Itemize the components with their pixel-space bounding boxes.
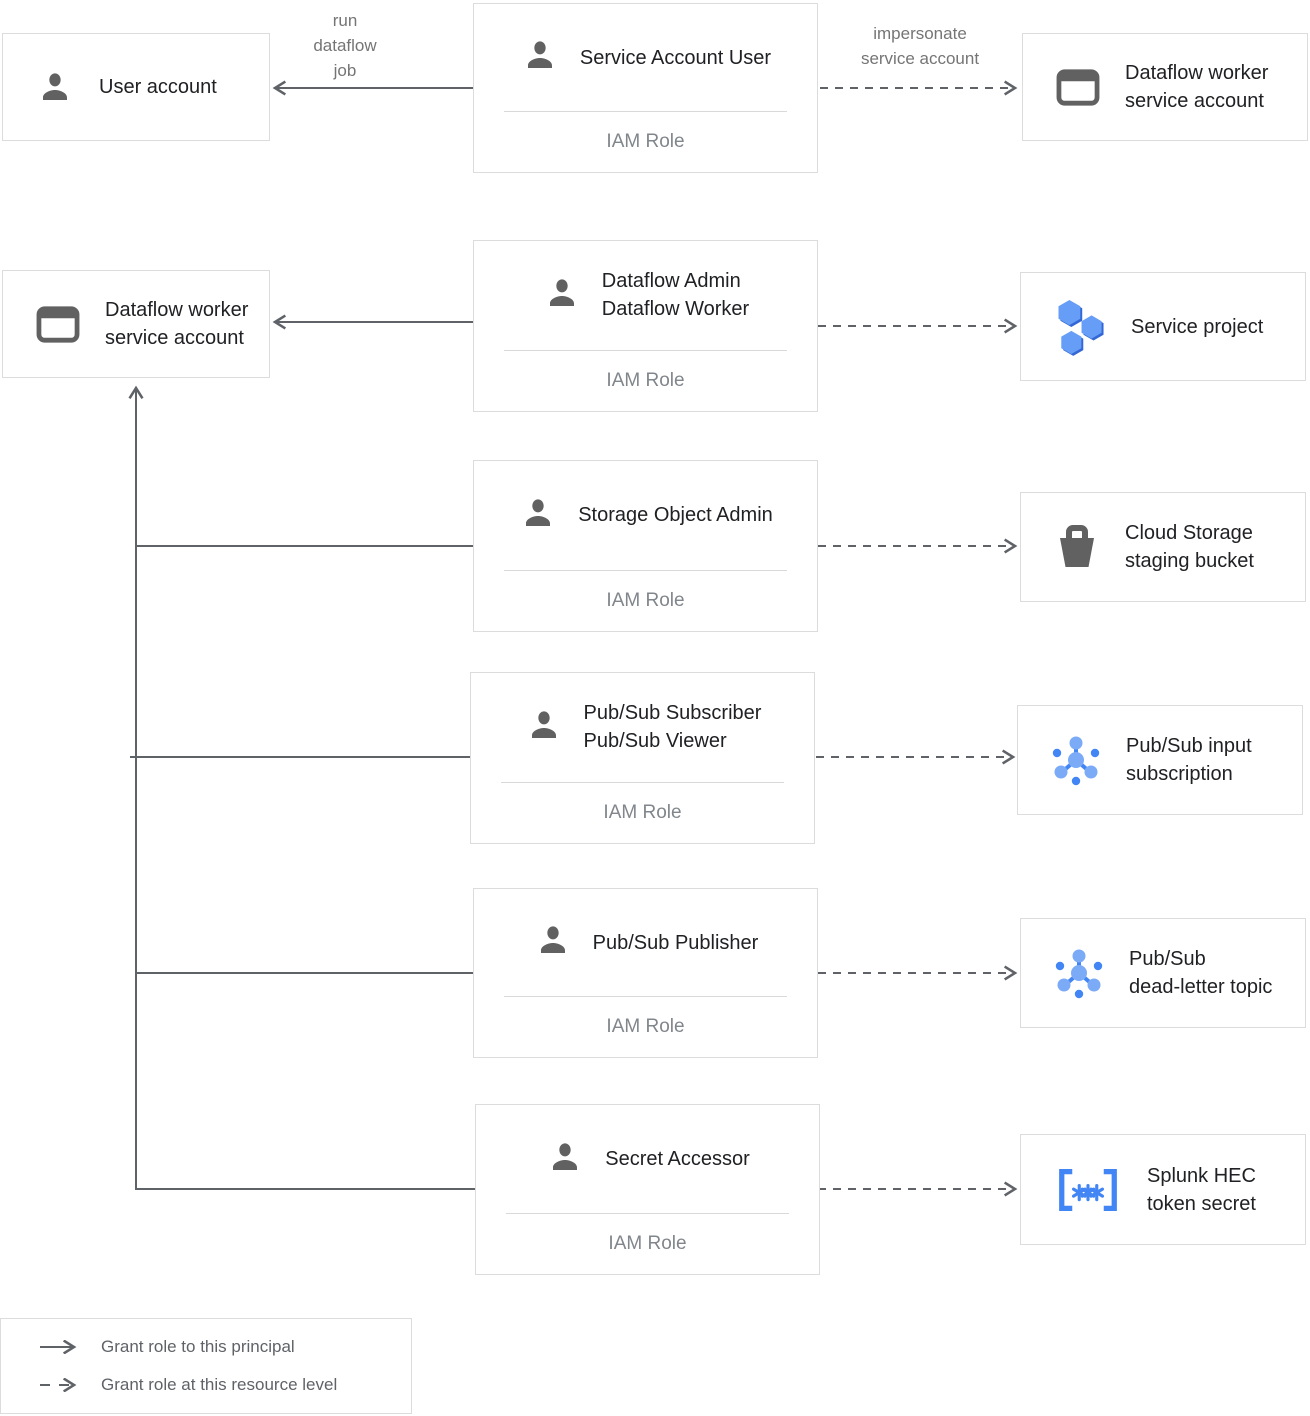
label-line: Splunk HEC (1147, 1164, 1256, 1187)
person-icon (545, 1137, 585, 1182)
project-icon (1053, 296, 1107, 358)
divider (504, 996, 787, 998)
label-line: Cloud Storage (1125, 522, 1253, 544)
role-subtitle: IAM Role (608, 1233, 687, 1254)
resource-label: Pub/Sub dead-letter topic (1129, 945, 1272, 1001)
role-box-storage-object-admin: Storage Object Admin IAM Role (473, 460, 818, 632)
edge-label-line: service account (860, 49, 980, 68)
cloud-storage-bucket-box: Cloud Storage staging bucket (1020, 492, 1306, 602)
dataflow-worker-sa-label: Dataflow worker service account (105, 296, 248, 352)
user-account-box: User account (2, 33, 270, 141)
person-icon (518, 493, 558, 538)
legend-label: Grant role at this resource level (101, 1375, 338, 1394)
divider (504, 111, 787, 113)
label-line: subscription (1126, 763, 1233, 785)
label-line: Dataflow Admin (601, 270, 741, 293)
label-line: service account (1125, 90, 1264, 112)
label-line: Pub/Sub Viewer (583, 730, 727, 753)
splunk-hec-token-secret-box: Splunk HEC token secret (1020, 1134, 1306, 1245)
divider (504, 569, 787, 571)
divider (504, 349, 787, 351)
edge-label-line: impersonate (873, 24, 967, 43)
divider (506, 1213, 789, 1214)
pubsub-icon (1053, 947, 1105, 999)
legend-item-dashed: Grant role at this resource level (1, 1375, 411, 1395)
pubsub-input-subscription-box: Pub/Sub input subscription (1017, 705, 1303, 815)
role-subtitle: IAM Role (606, 1016, 685, 1038)
label-line: Dataflow Worker (601, 298, 750, 321)
label-line: Pub/Sub Subscriber (583, 702, 762, 725)
service-project-box: Service project (1020, 272, 1306, 381)
divider (501, 781, 784, 783)
legend-label: Grant role to this principal (101, 1337, 295, 1356)
person-icon (520, 35, 560, 80)
pubsub-deadletter-topic-box: Pub/Sub dead-letter topic (1020, 918, 1306, 1028)
role-box-pubsub-subscriber-viewer: Pub/Sub Subscriber Pub/Sub Viewer IAM Ro… (470, 672, 815, 844)
pubsub-icon (1050, 734, 1102, 786)
person-icon (35, 67, 75, 107)
person-icon (542, 273, 582, 318)
service-account-icon (1055, 67, 1101, 107)
role-box-service-account-user: Service Account User IAM Role (473, 3, 818, 173)
solid-arrow-icon (40, 1340, 77, 1354)
role-title: Pub/Sub Subscriber Pub/Sub Viewer (584, 699, 762, 755)
resource-label: Cloud Storage staging bucket (1125, 519, 1254, 575)
dataflow-worker-sa-box-right: Dataflow worker service account (1022, 33, 1308, 141)
legend-item-solid: Grant role to this principal (1, 1337, 411, 1357)
resource-label: Pub/Sub input subscription (1126, 732, 1252, 788)
secret-icon (1053, 1167, 1123, 1213)
dashed-arrow-icon (40, 1378, 77, 1392)
role-subtitle: IAM Role (603, 801, 682, 823)
person-icon (524, 705, 564, 750)
label-line: Dataflow worker (105, 299, 249, 321)
role-subtitle: IAM Role (606, 131, 685, 153)
role-box-secret-accessor: Secret Accessor IAM Role (475, 1104, 820, 1275)
resource-label: Service project (1131, 315, 1264, 338)
label-line: Dataflow worker (1125, 62, 1269, 84)
role-title: Pub/Sub Publisher (592, 931, 759, 954)
role-title: Storage Object Admin (578, 504, 773, 527)
role-title: Secret Accessor (605, 1148, 750, 1170)
role-title: Dataflow Admin Dataflow Worker (602, 267, 749, 323)
label-line: Pub/Sub (1129, 948, 1206, 970)
service-account-icon (35, 304, 81, 344)
user-account-label: User account (99, 76, 217, 98)
person-icon (533, 920, 573, 965)
resource-label: Splunk HEC token secret (1147, 1162, 1256, 1218)
label-line: staging bucket (1125, 550, 1254, 572)
role-subtitle: IAM Role (606, 369, 685, 391)
label-line: Pub/Sub input (1126, 735, 1252, 757)
label-line: token secret (1147, 1192, 1256, 1215)
edge-label-line: dataflow (313, 36, 377, 55)
edge-label-impersonate: impersonate service account (825, 21, 1015, 71)
label-line: dead-letter topic (1129, 976, 1273, 998)
legend: Grant role to this principal Grant role … (0, 1318, 412, 1414)
bucket-icon (1053, 523, 1101, 571)
role-box-dataflow-admin-worker: Dataflow Admin Dataflow Worker IAM Role (473, 240, 818, 412)
dataflow-worker-sa-box-left: Dataflow worker service account (2, 270, 270, 378)
label-line: service account (105, 327, 244, 349)
role-subtitle: IAM Role (606, 589, 685, 611)
resource-label: Dataflow worker service account (1125, 59, 1268, 115)
edge-label-run-dataflow-job: run dataflow job (283, 8, 407, 83)
edge-label-line: job (333, 61, 357, 80)
role-title: Service Account User (579, 46, 772, 69)
edge-label-line: run (332, 11, 358, 30)
role-box-pubsub-publisher: Pub/Sub Publisher IAM Role (473, 888, 818, 1058)
